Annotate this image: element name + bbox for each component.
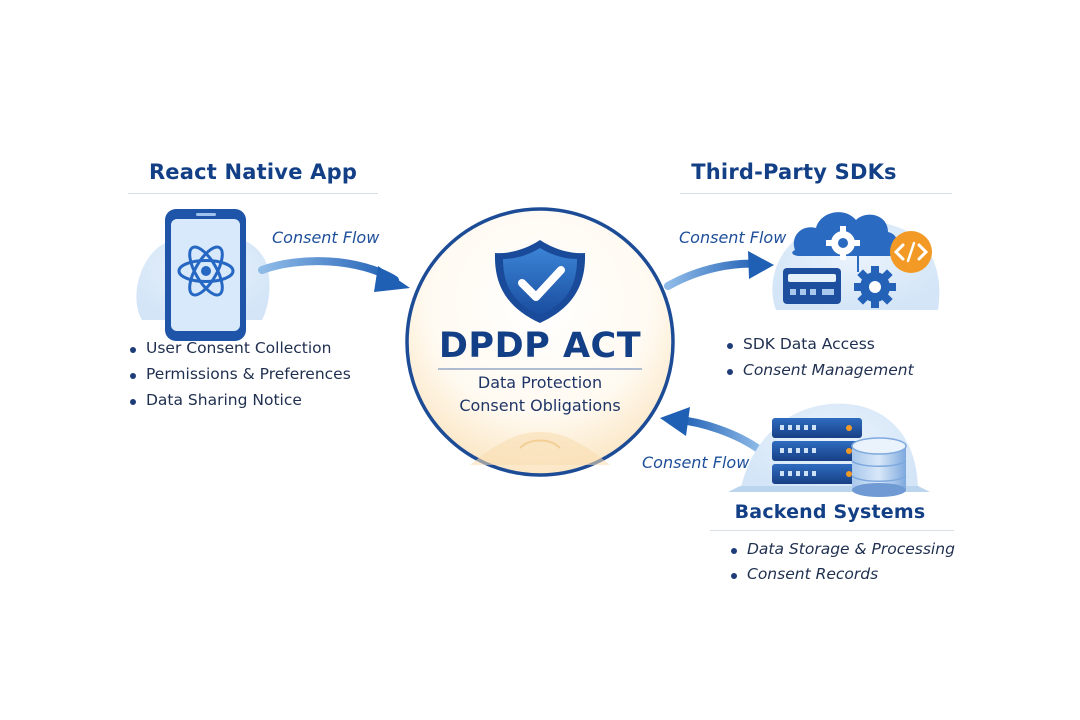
arrowhead-icon [660, 407, 690, 436]
react-native-app-title: React Native App [148, 160, 358, 184]
flow-arrow-backend-to-act [676, 416, 764, 454]
list-item: User Consent Collection [130, 339, 351, 357]
list-item: Data Sharing Notice [130, 391, 351, 409]
third-party-sdks-title: Third-Party SDKs [691, 160, 897, 184]
list-item: Consent Records [731, 565, 955, 583]
server-database-icon [728, 403, 930, 497]
dpdp-core-circle [405, 207, 675, 477]
dpdp-act-title: DPDP ACT [438, 326, 642, 366]
list-item: Consent Management [727, 361, 914, 379]
list-item: Data Storage & Processing [731, 540, 955, 558]
arrowhead-icon [748, 251, 774, 279]
cloud-gears-code-icon [772, 212, 940, 310]
dpdp-subtitle-line1: Data Protection [477, 373, 603, 392]
sdk-list: SDK Data Access Consent Management [727, 335, 914, 379]
backend-list: Data Storage & Processing Consent Record… [731, 540, 955, 583]
divider [680, 193, 952, 194]
app-consent-list: User Consent Collection Permissions & Pr… [130, 339, 351, 409]
list-item: Permissions & Preferences [130, 365, 351, 383]
flow-label-backend-to-act: Consent Flow [642, 453, 750, 472]
smartphone-react-icon [136, 209, 270, 341]
flow-label-app-to-act: Consent Flow [272, 228, 380, 247]
flow-arrow-act-to-sdk [664, 259, 764, 290]
backend-systems-title: Backend Systems [734, 501, 926, 523]
flow-arrow-app-to-act [258, 257, 399, 284]
divider [128, 193, 378, 194]
arrowhead-icon [374, 266, 410, 292]
shield-check-icon [494, 240, 586, 323]
divider [710, 530, 954, 531]
list-item: SDK Data Access [727, 335, 914, 353]
flow-label-act-to-sdk: Consent Flow [679, 228, 787, 247]
dpdp-subtitle-line2: Consent Obligations [459, 396, 621, 415]
